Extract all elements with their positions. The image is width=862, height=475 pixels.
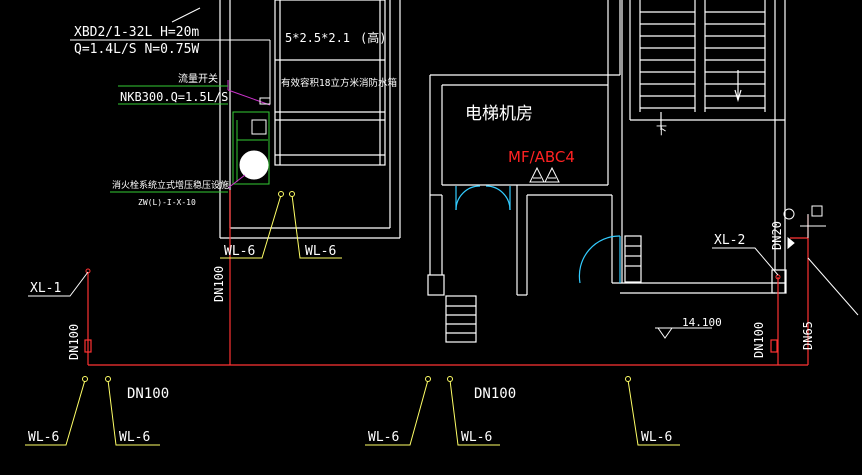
stabilizer-title: 消火栓系统立式增压稳压设施 [112,179,229,191]
riser-xl1-dot [85,268,91,274]
dn65-label: DN65 [801,321,815,350]
flow-switch-model: NKB300.Q=1.5L/S [120,90,228,104]
pump-equipment [232,111,270,185]
wl-points [82,191,631,382]
fire-pipes [84,190,809,366]
wl-label: WL-6 [305,244,336,259]
wl-label: WL-6 [368,430,399,445]
wl-label: WL-6 [119,430,150,445]
tank-description: 有效容积18立方米消防水箱 [281,77,397,89]
dn20-label: DN20 [770,221,784,250]
dn100-label-right: DN100 [752,322,766,358]
pump-params-text: Q=1.4L/S N=0.75W [74,42,199,57]
riser-leaders [28,247,859,316]
extinguisher-symbol [529,166,560,183]
flow-switch-title: 流量开关 [178,72,218,85]
wl-label: WL-6 [224,244,255,259]
valve-assembly [783,205,826,250]
stair-down-label: 下 [656,124,667,137]
dn100-label-pump: DN100 [212,266,226,302]
label-underlines [110,85,228,193]
elevation-text: 14.100 [682,316,722,329]
elevation-marker [655,327,712,339]
wl-label: WL-6 [28,430,59,445]
wl-leaders [25,194,680,446]
doors [455,185,621,284]
elevator-room-title: 电梯机房 [465,104,533,124]
riser-xl1-label: XL-1 [30,281,61,296]
riser-xl2-label: XL-2 [714,233,745,248]
tank-dims: 5*2.5*2.1 [285,31,350,45]
dn100-label-bottom-left: DN100 [127,386,169,402]
stabilizer-model: ZW(L)-I-X-10 [138,198,196,207]
tank-dims-paren: (高) [360,30,386,45]
dn100-label-bottom-mid: DN100 [474,386,516,402]
building-walls [219,0,787,343]
equipment-leaders [227,80,271,189]
extinguisher-label: MF/ABC4 [508,148,575,166]
dn100-label-left: DN100 [67,324,81,360]
pump-spec-lines [70,7,271,105]
wl-label: WL-6 [641,430,672,445]
pump-model-text: XBD2/1-32L H=20m [74,25,199,40]
wl-label: WL-6 [461,430,492,445]
